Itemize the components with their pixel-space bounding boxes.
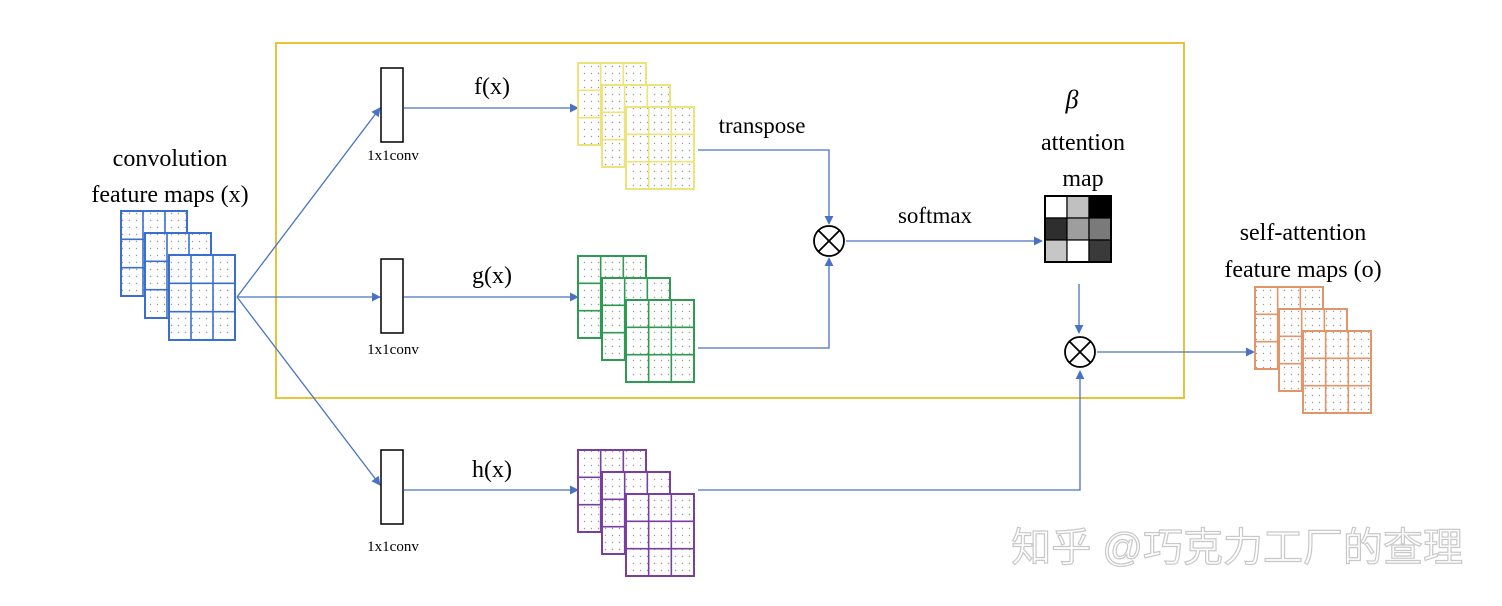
h-label: h(x) <box>472 457 512 483</box>
attention-cell-r1-c2 <box>1066 195 1090 219</box>
output-feature-maps <box>1254 286 1372 414</box>
multiply-operator-1 <box>813 225 845 257</box>
attention-cell-r1-c3 <box>1088 195 1112 219</box>
attention-module-box <box>275 42 1185 399</box>
input-map-sheet-3 <box>168 254 236 341</box>
conv-box-f <box>380 67 404 143</box>
attention-cell-r3-c2 <box>1066 239 1090 263</box>
input-label-line2: feature maps (x) <box>91 182 248 208</box>
conv-label-h: 1x1conv <box>367 539 419 555</box>
attention-cell-r2-c3 <box>1088 217 1112 241</box>
f-map-sheet-3 <box>625 106 695 190</box>
connectors <box>236 103 1255 495</box>
h-map-sheet-3 <box>625 493 695 577</box>
h-feature-maps <box>577 449 695 577</box>
g-map-sheet-3 <box>625 299 695 383</box>
conv-box-g <box>380 258 404 334</box>
input-feature-maps <box>120 210 236 341</box>
output-map-sheet-3 <box>1302 330 1372 414</box>
f-feature-maps <box>577 62 695 190</box>
arrow-h-to-mult2 <box>698 370 1085 491</box>
conv-label-g: 1x1conv <box>367 342 419 358</box>
attention-cell-r3-c1 <box>1044 239 1068 263</box>
softmax-label: softmax <box>898 203 973 228</box>
output-label-line1: self-attention <box>1240 220 1367 246</box>
attention-grid-border <box>1044 195 1112 263</box>
attention-cell-r2-c1 <box>1044 217 1068 241</box>
beta-label: β <box>1065 85 1079 114</box>
g-label: g(x) <box>472 263 512 289</box>
watermark: 知乎 @巧克力工厂的查理 <box>1011 526 1463 570</box>
arrow-input-to-conv-f <box>236 107 381 298</box>
arrow-g-to-mult1 <box>698 257 834 349</box>
attention-cell-r1-c1 <box>1044 195 1068 219</box>
conv-box-h <box>380 449 404 525</box>
attention-cell-r3-c3 <box>1088 239 1112 263</box>
attention-map-grid <box>1044 195 1112 263</box>
arrow-f-to-mult1 <box>698 149 834 225</box>
f-label: f(x) <box>474 74 510 100</box>
multiply-operator-2 <box>1064 336 1096 368</box>
conv-label-f: 1x1conv <box>367 148 419 164</box>
attention-cell-r2-c2 <box>1066 217 1090 241</box>
attention-label-line2: map <box>1062 166 1103 192</box>
arrow-input-to-conv-h <box>236 296 381 486</box>
input-label-line1: convolution <box>113 146 228 172</box>
output-label-line2: feature maps (o) <box>1224 257 1381 283</box>
attention-label-line1: attention <box>1041 130 1125 156</box>
transpose-label: transpose <box>719 113 806 138</box>
g-feature-maps <box>577 255 695 383</box>
